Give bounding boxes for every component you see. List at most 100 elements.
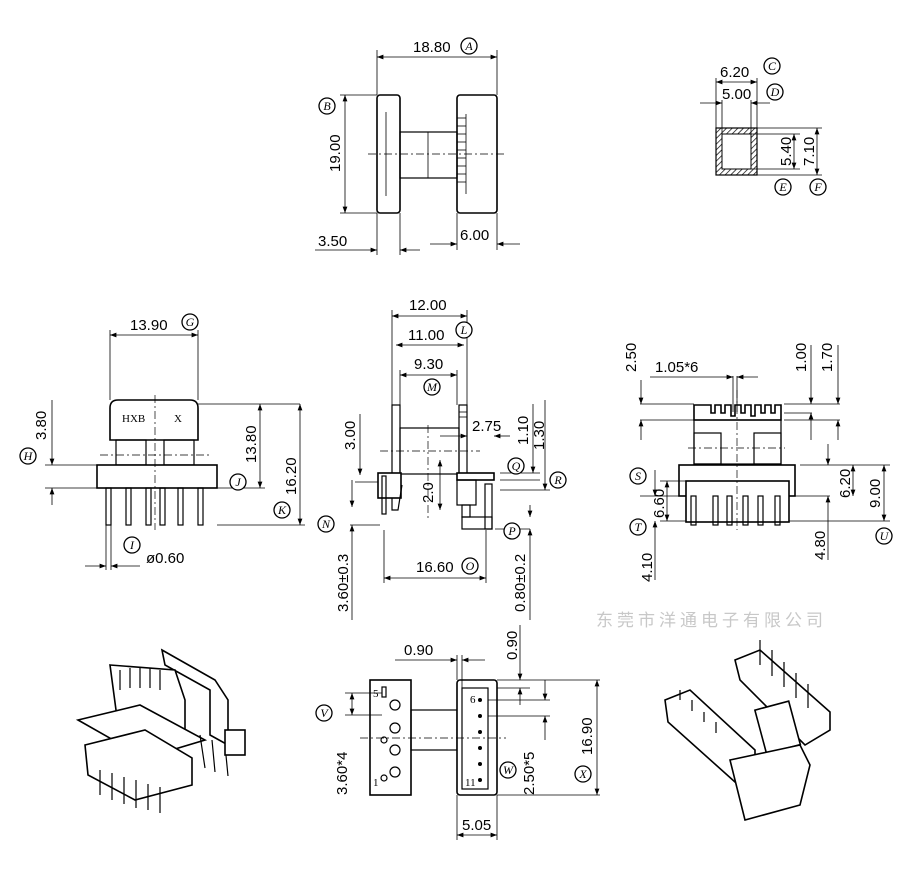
- marking-x: X: [174, 413, 182, 425]
- dim-L: 11.00: [408, 327, 444, 344]
- dim-E: 5.40: [778, 137, 795, 166]
- dim-J: 13.80: [243, 425, 260, 463]
- marking-hxb: HXB: [122, 413, 145, 425]
- tag-letter: C: [768, 59, 777, 73]
- tag-circle: [629, 518, 647, 536]
- dim-K: 16.20: [283, 457, 300, 495]
- dim-W: 2.50*5: [521, 752, 538, 795]
- tag-M: M: [423, 378, 441, 396]
- dim-1-70: 1.70: [819, 343, 836, 372]
- tag-circle: [629, 467, 647, 485]
- tag-B: B: [318, 97, 336, 115]
- dim-2-75: 2.75: [472, 418, 501, 435]
- tag-circle: [549, 471, 567, 489]
- dim-3-00: 3.00: [342, 421, 359, 450]
- tag-P: P: [503, 522, 521, 540]
- tag-W: W: [499, 761, 517, 779]
- dim-C: 6.20: [720, 64, 749, 81]
- tag-letter: T: [635, 520, 643, 534]
- dim-A: 18.80: [413, 39, 451, 56]
- tag-circle: [460, 37, 478, 55]
- dim-6-00: 6.00: [460, 227, 489, 244]
- section-view: 6.20 5.00 5.40 7.10: [700, 64, 822, 176]
- dim-12-00: 12.00: [409, 297, 447, 314]
- dim-O: 16.60: [416, 559, 454, 576]
- isometric-view-left: [75, 648, 246, 813]
- dim-Q: 1.10: [515, 416, 532, 445]
- tag-circle: [318, 97, 336, 115]
- dim-G: 13.90: [130, 317, 168, 334]
- dim-M: 9.30: [414, 356, 443, 373]
- front-view: HXB X 13.90 3.80 13.80 16.20 ø0.60: [33, 317, 305, 570]
- tag-circle: [315, 704, 333, 722]
- tag-X: X: [574, 765, 592, 783]
- tag-circle: [423, 378, 441, 396]
- tag-circle: [123, 536, 141, 554]
- tag-S: S: [629, 467, 647, 485]
- tag-letter: M: [426, 380, 438, 394]
- tag-circle: [229, 473, 247, 491]
- tag-letter: X: [578, 767, 587, 781]
- tag-N: N: [317, 515, 335, 533]
- tag-R: R: [549, 471, 567, 489]
- tag-D: D: [766, 83, 784, 101]
- tag-J: J: [229, 473, 247, 491]
- tag-circle: [763, 57, 781, 75]
- dim-R: 1.30: [531, 421, 548, 450]
- dim-4-80: 4.80: [812, 531, 829, 560]
- tag-circle: [766, 83, 784, 101]
- top-view: 18.80 19.00 3.50 6.00: [315, 39, 520, 255]
- right-view: 2.50 1.05*6 1.00 1.70 6.60 4.10 6.20 4.8…: [623, 343, 890, 582]
- tag-letter: E: [778, 180, 787, 194]
- tag-circle: [875, 527, 893, 545]
- dim-D: 5.00: [722, 86, 751, 103]
- tag-letter: R: [553, 473, 562, 487]
- tag-K: K: [273, 501, 291, 519]
- tag-A: A: [460, 37, 478, 55]
- dim-U: 9.00: [867, 479, 884, 508]
- dim-0-90-h: 0.90: [404, 642, 433, 659]
- tag-circle: [774, 178, 792, 196]
- tag-circle: [574, 765, 592, 783]
- tag-circle: [455, 321, 473, 339]
- tag-T: T: [629, 518, 647, 536]
- tag-letter: U: [880, 529, 890, 543]
- pin-number-6: 6: [470, 694, 476, 706]
- dim-5-05: 5.05: [462, 817, 491, 834]
- dim-2-0: 2.0: [420, 482, 437, 503]
- dim-V: 3.60*4: [334, 752, 351, 795]
- dim-1-00: 1.00: [793, 343, 810, 372]
- pin-number-11: 11: [465, 777, 476, 789]
- tag-F: F: [809, 178, 827, 196]
- tag-L: L: [455, 321, 473, 339]
- tag-letter: I: [129, 538, 135, 552]
- pin-number-5: 5: [373, 688, 379, 700]
- tag-circle: [809, 178, 827, 196]
- tag-letter: W: [503, 763, 514, 777]
- tag-letter: K: [277, 503, 287, 517]
- dim-T: 4.10: [639, 553, 656, 582]
- dim-3-50: 3.50: [318, 233, 347, 250]
- dim-S: 6.60: [651, 489, 668, 518]
- tag-circle: [507, 457, 525, 475]
- tag-circle: [461, 557, 479, 575]
- tag-circle: [499, 761, 517, 779]
- dim-B: 19.00: [327, 134, 344, 172]
- tag-circle: [181, 313, 199, 331]
- side-view: 12.00 11.00 9.30 3.00 2.75 2.0 1.10 1.30…: [335, 297, 550, 620]
- bottom-view: 5 1 6 11 0.90 0.90 3.60*4 2.50*5 16.90 5…: [334, 625, 600, 840]
- tag-V: V: [315, 704, 333, 722]
- tag-letter: D: [770, 85, 780, 99]
- tag-G: G: [181, 313, 199, 331]
- tag-letter: P: [507, 524, 516, 538]
- tag-letter: B: [323, 99, 331, 113]
- dim-X: 16.90: [579, 717, 596, 755]
- tag-I: I: [123, 536, 141, 554]
- tag-circle: [503, 522, 521, 540]
- tag-letter: A: [464, 39, 473, 53]
- tag-letter: S: [635, 469, 641, 483]
- tag-letter: N: [321, 517, 331, 531]
